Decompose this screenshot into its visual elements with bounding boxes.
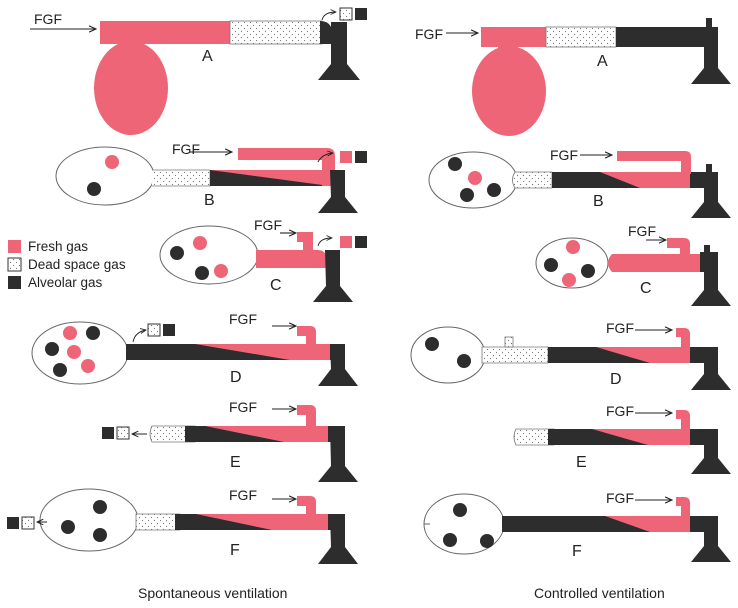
stage-letter: A [202,48,213,65]
fgf-label: FGF [606,320,634,336]
fgf-label: FGF [628,223,656,239]
stage-letter: A [597,53,608,70]
stage-letter: C [270,277,282,294]
controlled-stage-f: FGF F [423,490,731,562]
spontaneous-stage-b: FGF B [55,141,367,213]
fresh-gas-tube [100,21,230,44]
fgf-label: FGF [229,399,257,415]
legend-dead-space: Dead space gas [28,257,126,272]
controlled-stage-e: FGF E [513,403,731,474]
controlled-caption: Controlled ventilation [534,585,665,601]
spontaneous-caption: Spontaneous ventilation [138,585,287,601]
spontaneous-stage-c: FGF C [159,217,367,302]
stage-letter: E [230,454,241,471]
legend-alveolar: Alveolar gas [28,275,103,290]
stage-letter: F [230,542,240,559]
stage-letter: D [230,369,242,386]
fgf-label: FGF [34,11,62,27]
fgf-label: FGF [606,403,634,419]
mask [318,22,360,80]
fgf-label: FGF [229,487,257,503]
spontaneous-stage-d: FGF D [31,311,358,386]
controlled-stage-d: FGF D [410,320,731,390]
dead-space-gas-swatch [7,257,22,272]
fgf-label: FGF [229,311,257,327]
legend-fresh: Fresh gas [28,239,88,254]
legend: Fresh gas Dead space gas Alveolar gas [7,239,126,290]
fgf-label: FGF [415,26,443,42]
spontaneous-stage-e: FGF E [102,399,358,482]
stage-letter: B [204,192,215,209]
fgf-label: FGF [254,217,282,233]
fresh-gas-swatch [8,240,21,253]
stage-letter: B [593,193,604,210]
controlled-stage-c: FGF C [535,223,731,306]
stage-letter: D [610,371,622,388]
stage-letter: E [576,454,587,471]
controlled-stage-b: FGF B [428,147,731,218]
spontaneous-stage-f: FGF F [7,487,358,564]
stage-letter: C [640,280,652,297]
stage-letter: F [572,543,582,560]
fgf-label: FGF [606,490,634,506]
fgf-label: FGF [550,147,578,163]
alveolar-gas-tube [320,21,332,44]
reservoir-bag [94,41,168,135]
spontaneous-stage-a: FGF A [30,7,367,135]
fgf-label: FGF [172,141,200,157]
dead-space-tube [229,20,323,45]
controlled-stage-a: FGF A [415,18,731,136]
alveolar-gas-swatch [8,276,21,289]
